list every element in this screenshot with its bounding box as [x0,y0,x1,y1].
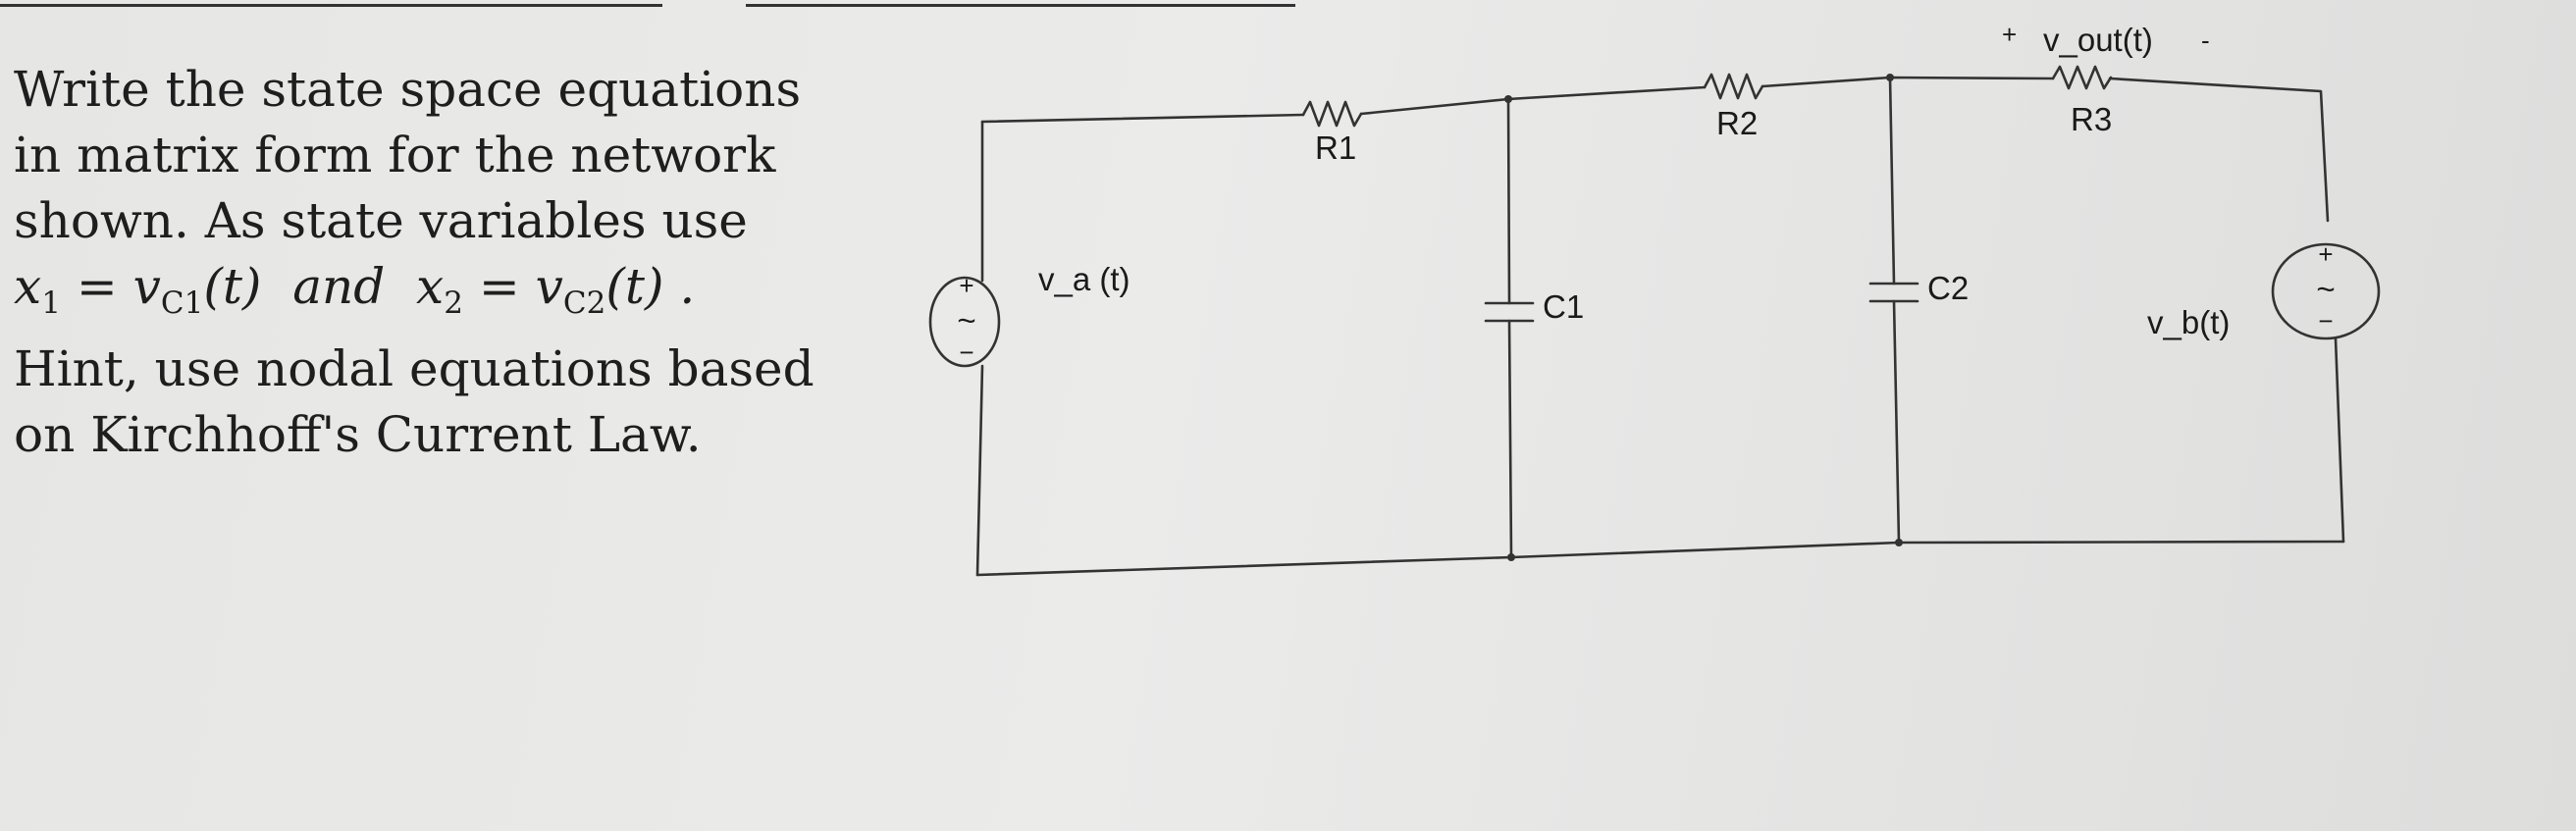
problem-line-6: on Kirchhoff's Current Law. [14,406,702,463]
x2-subscript: 2 [444,286,463,321]
source-a-minus: − [959,338,973,367]
state-variable-equation: x1 = vC1(t) and x2 = vC2(t) . [14,254,877,337]
r3-label: R3 [2071,101,2112,137]
node-dot-c1-top [1504,95,1512,103]
c1-label: C1 [1543,288,1584,325]
r2-label: R2 [1716,105,1758,141]
wire-top-mid [1359,85,1707,116]
problem-statement: Write the state space equations in matri… [14,57,877,468]
wire-left-lower [975,364,984,577]
vc1-symbol: v [132,258,161,315]
top-rule-right [746,4,1295,7]
wire-right-lower [2334,337,2345,544]
source-a-label: v_a (t) [1038,261,1130,297]
top-rule-left [0,4,662,7]
source-b-label: v_b(t) [2147,304,2230,340]
source-a-circle [928,276,1001,368]
x1-symbol: x [14,258,42,315]
vout-minus: - [2201,26,2210,55]
source-b-minus: − [2318,306,2333,336]
c2-label: C2 [1927,270,1969,306]
source-b-circle [2271,242,2381,340]
node-dot-c2-top [1886,74,1894,81]
source-b-plus: + [2318,239,2333,269]
source-a-plus: + [959,271,973,300]
vc2-symbol: v [535,258,563,315]
wire-c2-lower [1892,299,1901,545]
r1-label: R1 [1315,130,1356,166]
resistor-r3 [2051,65,2113,90]
x1-subscript: 1 [41,286,61,321]
t-argument-1: (t) [203,258,262,315]
vout-plus: + [2002,20,2017,49]
x2-symbol: x [416,258,445,315]
and-word: and [261,258,417,315]
equals-sign-2: = [462,258,536,315]
resistor-r1 [1301,100,1363,128]
vout-label: v_out(t) [2043,22,2153,58]
capacitor-c1 [1484,301,1535,323]
problem-line-2: in matrix form for the network [14,127,776,183]
problem-line-1: Write the state space equations [14,61,802,118]
capacitor-c2 [1868,282,1919,303]
vc1-subscript: C1 [160,286,204,321]
node-dot-c2-bottom [1895,539,1903,546]
wire-top-right [1761,76,2055,88]
t-argument-2: (t) . [605,258,696,315]
source-b-wave: ~ [2316,271,2335,307]
wire-bottom [975,540,2345,577]
wire-c2-upper [1888,76,1896,286]
wire-c1-lower [1507,319,1513,559]
source-a-wave: ~ [957,302,975,338]
problem-line-3: shown. As state variables use [14,192,748,249]
wire-top-left [980,113,1305,124]
wire-top-end [2108,77,2330,223]
problem-line-5: Hint, use nodal equations based [14,340,815,397]
wire-c1-upper [1506,97,1511,305]
node-dot-c1-bottom [1507,553,1515,561]
equals-sign-1: = [60,258,133,315]
resistor-r2 [1703,73,1764,100]
vc2-subscript: C2 [562,286,606,321]
